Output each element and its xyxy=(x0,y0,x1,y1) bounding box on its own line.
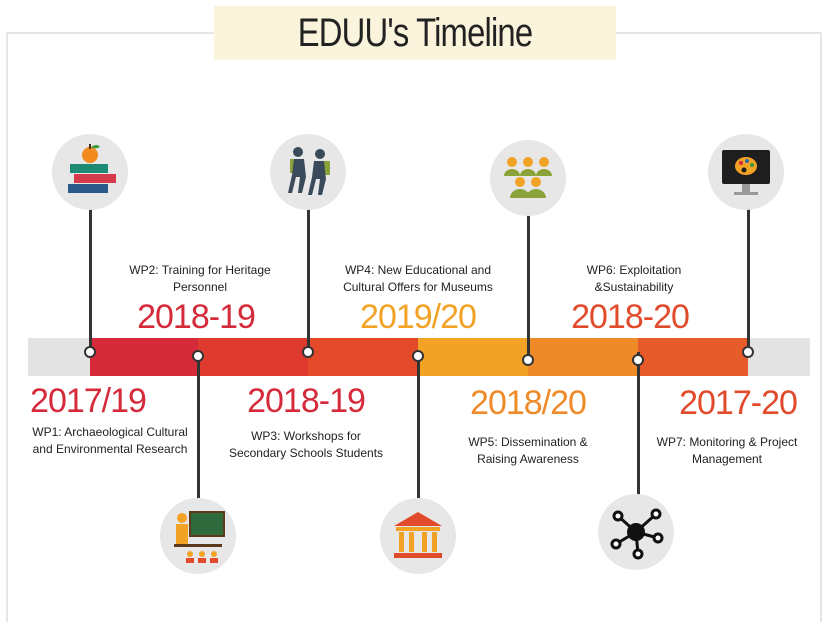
wp3-icon-circle xyxy=(270,134,346,210)
wp3-line2: Secondary Schools Students xyxy=(228,446,384,460)
wp6-year: 2018-20 xyxy=(571,298,690,336)
wp7-description: WP7: Monitoring & Project Management xyxy=(632,434,822,468)
wp6-line2: &Sustainability xyxy=(594,280,674,294)
wp1-line1: WP1: Archaeological Cultural xyxy=(32,425,188,439)
wp1-description: WP1: Archaeological Cultural and Environ… xyxy=(10,424,210,458)
wp6-line1: WP6: Exploitation xyxy=(586,263,682,277)
title-banner xyxy=(214,6,616,60)
wp7-line2: Management xyxy=(691,452,763,466)
books-apple-icon xyxy=(68,144,116,193)
network-icon xyxy=(610,508,664,560)
timeline-segment-wp2 xyxy=(198,338,308,376)
teacher-icon xyxy=(174,511,225,563)
wp3-line1: WP3: Workshops for xyxy=(251,429,361,443)
wp2-year: 2018-19 xyxy=(137,298,256,336)
wp4-line1: WP4: New Educational and xyxy=(344,263,492,277)
timeline-node xyxy=(412,350,424,362)
connector-wp7 xyxy=(747,208,750,352)
timeline-node xyxy=(84,346,96,358)
wp2-line2: Personnel xyxy=(172,280,228,294)
wp1-icon-circle xyxy=(52,134,128,210)
timeline-segment-wp6 xyxy=(638,338,748,376)
wp4-description: WP4: New Educational and Cultural Offers… xyxy=(318,262,518,296)
wp7-line1: WP7: Monitoring & Project xyxy=(656,435,798,449)
wp1-year: 2017/19 xyxy=(30,382,147,420)
museum-icon xyxy=(394,512,442,558)
timeline-node xyxy=(632,354,644,366)
wp5-line2: Raising Awareness xyxy=(477,452,579,466)
timeline-segment-wp1 xyxy=(90,338,198,376)
timeline-node xyxy=(742,346,754,358)
timeline-segment-wp3 xyxy=(308,338,418,376)
connector-wp3 xyxy=(307,208,310,352)
timeline-node xyxy=(192,350,204,362)
monitor-palette-icon xyxy=(722,150,770,195)
connector-wp1 xyxy=(89,208,92,352)
wp7-icon-circle xyxy=(708,134,784,210)
students-icon xyxy=(288,147,330,195)
connector-wp4 xyxy=(417,352,420,498)
connector-wp2 xyxy=(197,352,200,498)
wp2-line1: WP2: Training for Heritage xyxy=(129,263,271,277)
wp2-description: WP2: Training for Heritage Personnel xyxy=(100,262,300,296)
connector-wp5 xyxy=(527,216,530,360)
wp5-icon-circle xyxy=(490,140,566,216)
wp2-icon-circle xyxy=(160,498,236,574)
wp3-description: WP3: Workshops for Secondary Schools Stu… xyxy=(206,428,406,462)
timeline-node xyxy=(302,346,314,358)
connector-wp6 xyxy=(637,352,640,498)
wp4-line2: Cultural Offers for Museums xyxy=(343,280,493,294)
wp6-description: WP6: Exploitation &Sustainability xyxy=(534,262,734,296)
wp3-year: 2018-19 xyxy=(247,382,366,420)
wp5-description: WP5: Dissemination & Raising Awareness xyxy=(428,434,628,468)
wp5-line1: WP5: Dissemination & xyxy=(468,435,588,449)
wp4-icon-circle xyxy=(380,498,456,574)
wp1-line2: and Environmental Research xyxy=(32,442,188,456)
wp4-year: 2019/20 xyxy=(360,298,477,336)
wp7-year: 2017-20 xyxy=(679,384,798,422)
page-title: EDUU's Timeline xyxy=(297,11,533,55)
timeline-node xyxy=(522,354,534,366)
timeline-segment-wp5 xyxy=(528,338,638,376)
group-icon xyxy=(504,157,552,198)
wp6-icon-circle xyxy=(598,494,674,570)
wp5-year: 2018/20 xyxy=(470,384,587,422)
timeline-segment-wp4 xyxy=(418,338,528,376)
